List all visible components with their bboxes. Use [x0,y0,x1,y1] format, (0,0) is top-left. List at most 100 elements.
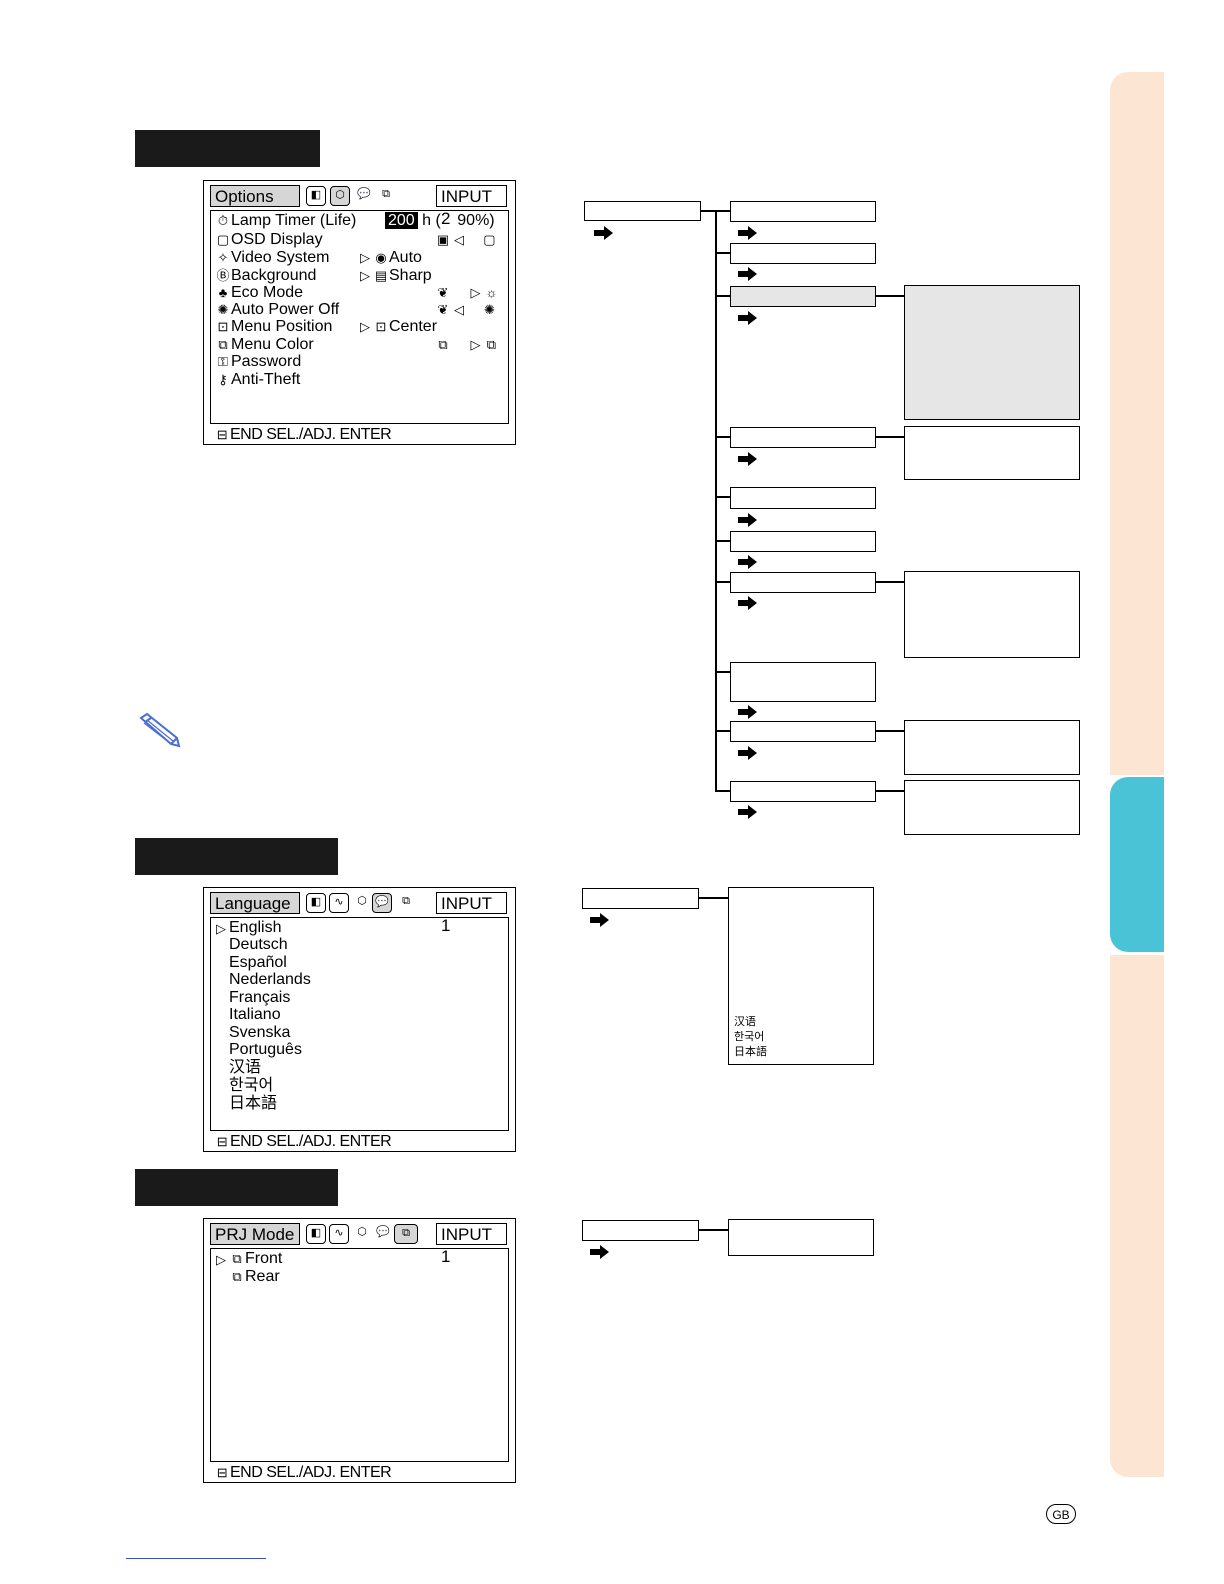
options-section-header [135,130,320,167]
prj-tab-icon[interactable]: ⧉ [402,895,410,907]
language-tab-icon[interactable]: 💬 [372,893,392,913]
menu-item-password[interactable]: ⚿Password [215,353,301,371]
connector [876,295,905,297]
background-value: ▷▤Sharp [357,267,432,285]
prj-item-front[interactable]: ⧉Front [229,1250,282,1268]
connector [716,730,731,732]
fine-sync-tab-icon[interactable]: ∿ [329,893,349,913]
menu-item-menu-color[interactable]: ⧉Menu Color [215,336,313,354]
language-item[interactable]: English [229,919,282,936]
menu-color-box [730,662,876,702]
connector [716,540,731,542]
password-options-box [904,720,1080,775]
rear-projection-icon: ⧉ [232,1269,242,1284]
selector-arrow-icon: ▷ [216,1252,226,1267]
language-item[interactable]: Français [229,989,291,1006]
connector [876,581,905,583]
video-system-value: ▷◉Auto [357,249,422,267]
language-item[interactable]: Italiano [229,1006,281,1023]
fine-sync-tab-icon[interactable]: ∿ [329,1224,349,1244]
prj-tab-icon[interactable]: ⧉ [382,188,390,200]
menu-item-background[interactable]: ⒷBackground [216,267,317,284]
language-item[interactable]: Deutsch [229,936,288,953]
options-menu-footer: ⊟END SEL./ADJ. ENTER [214,426,392,444]
right-arrow-icon [594,226,613,240]
picture-tab-icon[interactable]: ◧ [306,893,326,913]
options-tab[interactable]: Options [210,185,300,207]
options-tab-icon[interactable]: ⬡ [357,895,367,907]
left-arrow-icon: ◁ [454,302,464,317]
menu-item-auto-power-off[interactable]: ✺Auto Power Off [215,301,340,319]
connector [716,790,731,792]
menu-item-osd-display[interactable]: ▢OSD Display [216,231,323,248]
language-menu-footer: ⊟END SEL./ADJ. ENTER [214,1133,392,1151]
anti-theft-options-box [904,780,1080,835]
auto-power-off-options: ❦◁ ✺ [435,301,497,319]
menu-item-eco-mode[interactable]: ♣Eco Mode [215,284,303,302]
language-item[interactable]: Español [229,954,287,971]
menu-button-icon: ⊟ [216,1134,228,1149]
lamp-timer-box [730,201,876,222]
background-options-box [904,426,1080,480]
osd-display-box [730,243,876,264]
right-arrow-icon [590,913,609,927]
prj-options-box [728,1219,874,1256]
language-item[interactable]: Svenska [229,1024,291,1041]
options-tab-icon[interactable]: ⬡ [357,1226,367,1238]
lamp-timer-value: 200 h ( 90%) [385,212,495,230]
language-root-box [582,888,699,909]
language-item[interactable]: 한국어 [229,1077,274,1094]
selector-arrow-icon: ▷ [360,250,370,265]
connector [699,897,729,899]
eco-mode-options: ❦ ▷☼ [435,284,499,302]
picture-tab-icon[interactable]: ◧ [306,1224,326,1244]
menu-item-video-system[interactable]: ✧Video System [215,249,330,267]
picture-tab-icon[interactable]: ◧ [306,186,326,206]
menu-position-value: ▷⊡Center [357,318,437,336]
prj-tab-icons: ◧ ∿ ⬡ 💬 ⧉ [306,1224,422,1246]
region-badge: GB [1046,1504,1076,1524]
menu-item-anti-theft[interactable]: ⚷Anti-Theft [215,371,300,389]
front-projection-icon: ⧉ [232,1251,242,1266]
anti-theft-box [730,781,876,802]
language-item[interactable]: 日本語 [229,1095,278,1112]
prj-mode-tab[interactable]: PRJ Mode [210,1223,300,1245]
side-tab-current[interactable] [1110,777,1164,952]
language-menu-header: Language ◧ ∿ ⬡ 💬 ⧉ INPUT 1 [210,892,509,935]
language-tab-icon[interactable]: 💬 [357,188,371,200]
menu-item-lamp-timer[interactable]: ⏱Lamp Timer (Life) [215,212,356,230]
selector-arrow-icon: ▷ [470,285,481,300]
selector-arrow-icon: ▷ [470,337,481,352]
center-icon: ⊡ [375,319,387,334]
options-root-box [584,201,701,221]
language-tab-icon[interactable]: 💬 [376,1226,390,1238]
language-item[interactable]: Nederlands [229,971,311,988]
options-menu-screen: Options ◧ ⬡ 💬 ⧉ INPUT 2 ⏱Lamp Timer (Lif… [203,180,516,445]
opaque-icon: ⧉ [438,337,448,352]
options-menu-header: Options ◧ ⬡ 💬 ⧉ INPUT 2 [210,185,509,228]
options-tab-icon[interactable]: ⬡ [330,186,350,206]
prj-menu-header: PRJ Mode ◧ ∿ ⬡ 💬 ⧉ INPUT 1 [210,1223,509,1266]
password-box [730,721,876,742]
side-tab-upper [1110,72,1164,775]
connector [716,252,731,254]
language-tab[interactable]: Language [210,892,300,914]
menu-item-menu-position[interactable]: ⊡Menu Position [215,318,333,336]
input-indicator: INPUT 1 [436,1223,507,1266]
menu-color-icon: ⧉ [218,337,228,352]
language-item[interactable]: 汉语 [229,1059,262,1076]
video-system-options-box [904,285,1080,420]
prj-tab-icon[interactable]: ⧉ [394,1224,418,1244]
prj-item-rear[interactable]: ⧉Rear [229,1268,279,1286]
video-system-icon: ✧ [217,250,229,265]
lamp-timer-icon: ⏱ [217,213,229,228]
language-item[interactable]: Português [229,1041,302,1058]
connector [699,1229,729,1231]
osd-off-icon: ▢ [483,232,496,247]
video-system-box [730,286,876,307]
prj-menu-body: ▷ ⧉Front ⧉Rear [210,1248,509,1462]
language-menu-screen: Language ◧ ∿ ⬡ 💬 ⧉ INPUT 1 ▷ English Deu… [203,887,516,1152]
password-icon: ⚿ [218,354,228,369]
connector [701,210,716,212]
input-indicator: INPUT 1 [436,892,507,935]
